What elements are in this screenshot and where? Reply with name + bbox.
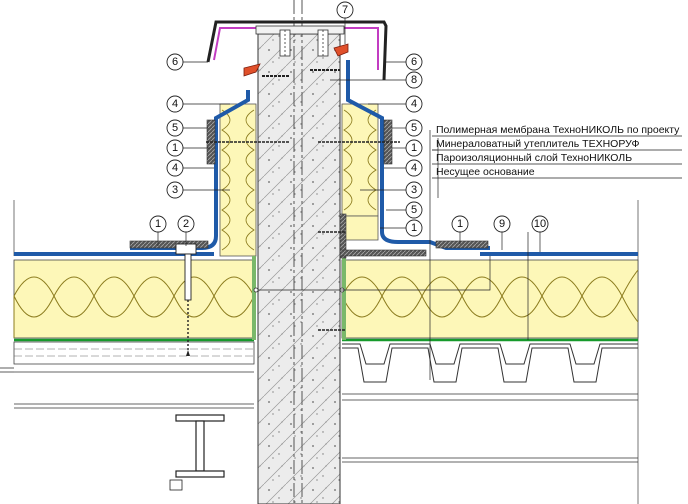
callout-4-left-bottom: 4	[166, 159, 184, 177]
svg-text:3: 3	[411, 184, 417, 196]
callout-10: 10	[531, 215, 549, 233]
callouts: 6 7 6 8 4 4 5 5 1 1 4 4 3 3 5 1 1 2 9 10…	[149, 1, 549, 237]
callout-7: 7	[336, 1, 354, 19]
svg-text:1: 1	[411, 142, 417, 154]
svg-text:9: 9	[499, 218, 505, 230]
callout-5-right-lower: 5	[405, 201, 423, 219]
steel-i-beam	[169, 414, 225, 491]
callout-8: 8	[405, 71, 423, 89]
anchor-left	[279, 29, 291, 57]
left-upstand	[129, 90, 257, 356]
svg-text:1: 1	[155, 218, 161, 230]
cap-flashing	[206, 20, 388, 81]
fasteners	[206, 29, 400, 331]
svg-text:5: 5	[411, 122, 417, 134]
callout-1-left: 1	[166, 139, 184, 157]
callout-5-right: 5	[405, 119, 423, 137]
svg-text:4: 4	[411, 162, 417, 174]
svg-text:4: 4	[172, 98, 178, 110]
svg-text:1: 1	[457, 218, 463, 230]
svg-text:7: 7	[342, 4, 348, 16]
callout-2: 2	[177, 215, 195, 233]
legend-item-membrane: Полимерная мембрана ТехноНИКОЛЬ по проек…	[436, 124, 680, 136]
svg-text:5: 5	[172, 122, 178, 134]
callout-1-right: 1	[405, 139, 423, 157]
callout-1-right-lower: 1	[405, 219, 423, 237]
svg-text:6: 6	[411, 56, 417, 68]
callout-5-left: 5	[166, 119, 184, 137]
leader-lines	[157, 18, 541, 380]
roof-right	[341, 200, 639, 504]
callout-4-left-top: 4	[166, 95, 184, 113]
legend-lines	[432, 135, 682, 179]
legend-item-vapor-barrier: Пароизоляционный слой ТехноНИКОЛЬ	[436, 152, 632, 164]
svg-text:1: 1	[172, 142, 178, 154]
svg-text:5: 5	[411, 204, 417, 216]
parapet-wall	[257, 0, 341, 504]
callout-6-left: 6	[166, 53, 184, 71]
callout-6-right: 6	[405, 53, 423, 71]
callout-4-right-bottom: 4	[405, 159, 423, 177]
svg-text:1: 1	[411, 222, 417, 234]
callout-3-right: 3	[405, 181, 423, 199]
svg-text:6: 6	[172, 56, 178, 68]
svg-text:4: 4	[411, 98, 417, 110]
callout-9: 9	[493, 215, 511, 233]
svg-text:3: 3	[172, 184, 178, 196]
callout-3-left: 3	[166, 181, 184, 199]
svg-text:10: 10	[534, 218, 546, 230]
horizontal-screws	[206, 69, 400, 331]
legend: Полимерная мембрана ТехноНИКОЛЬ по проек…	[436, 124, 680, 178]
callout-1-roof-left: 1	[149, 215, 167, 233]
legend-item-insulation: Минераловатный утеплитель ТЕХНОРУФ	[436, 138, 639, 150]
callout-1-roof-right: 1	[451, 215, 469, 233]
anchor-right	[317, 29, 329, 57]
legend-item-base: Несущее основание	[436, 166, 535, 178]
svg-text:2: 2	[183, 218, 189, 230]
callout-4-right-top: 4	[405, 95, 423, 113]
svg-text:4: 4	[172, 162, 178, 174]
svg-text:8: 8	[411, 74, 417, 86]
